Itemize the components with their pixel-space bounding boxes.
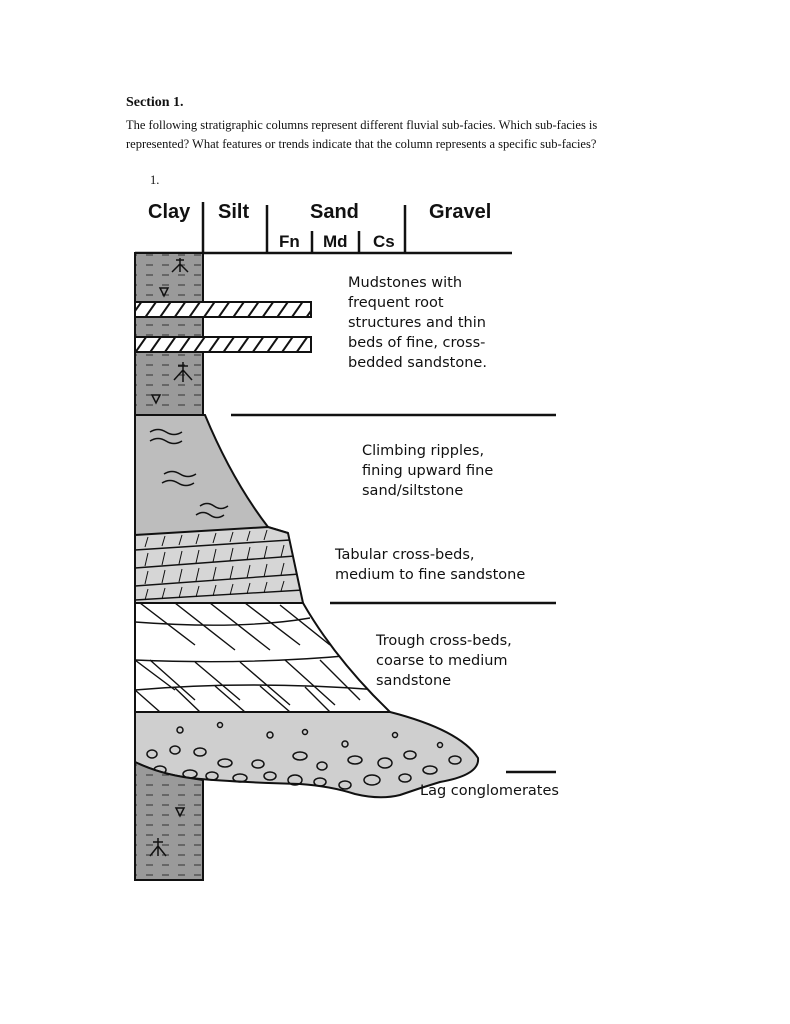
tabular-cross-beds-unit	[134, 525, 305, 604]
section-title: Section 1.	[126, 95, 184, 110]
trough-laminae	[135, 603, 381, 712]
lag-conglomerates-description: Lag conglomerates	[420, 783, 559, 799]
sandstone-bed-lower	[134, 336, 312, 353]
question-line-1: The following stratigraphic columns repr…	[126, 118, 598, 132]
trough-cross-beds-unit	[134, 602, 393, 713]
climbing-ripples-unit	[134, 414, 289, 537]
header-gravel: Gravel	[429, 201, 491, 223]
ripple-marks-icon	[149, 428, 229, 519]
trough-fill	[134, 602, 393, 713]
trough-cross-beds-description: Trough cross-beds, coarse to medium sand…	[375, 633, 516, 689]
basal-mudstone-unit	[134, 760, 204, 881]
tabular-cross-beds-description: Tabular cross-beds, medium to fine sands…	[334, 547, 525, 583]
grain-size-header: Clay Silt Sand Gravel Fn Md Cs	[135, 201, 512, 255]
header-sand-fine: Fn	[279, 232, 300, 251]
header-sand: Sand	[310, 201, 359, 223]
tabular-fill	[134, 525, 305, 604]
header-silt: Silt	[218, 201, 249, 223]
header-clay: Clay	[148, 201, 191, 223]
question-text: The following stratigraphic columns repr…	[126, 116, 706, 154]
sandstone-bed-upper	[134, 301, 312, 318]
basal-root-structure-icon	[149, 807, 186, 857]
climbing-ripples-description: Climbing ripples, fining upward fine san…	[362, 443, 498, 499]
basal-mudstone-fill	[134, 760, 204, 881]
tabular-laminae	[135, 529, 303, 601]
mudstone-fill	[134, 252, 204, 416]
root-structure-icon	[150, 258, 193, 405]
question-number: 1.	[150, 173, 160, 187]
unit-descriptions: Mudstones with frequent root structures …	[334, 275, 559, 799]
lag-conglomerate-unit	[134, 711, 480, 799]
climbing-ripples-fill	[134, 414, 289, 537]
header-sand-coarse: Cs	[373, 232, 395, 251]
mudstones-description: Mudstones with frequent root structures …	[348, 275, 491, 371]
question-line-2: represented? What features or trends ind…	[126, 137, 597, 151]
header-sand-medium: Md	[323, 232, 348, 251]
mudstone-unit	[134, 252, 312, 416]
